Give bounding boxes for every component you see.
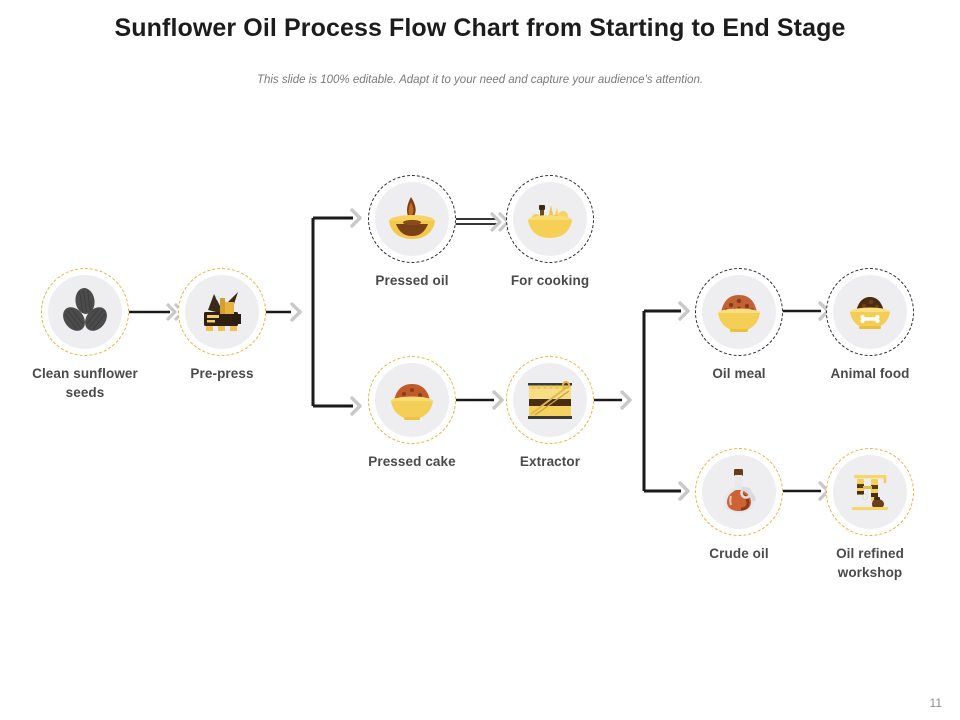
node-crude-oil[interactable]: Crude oil	[691, 448, 787, 563]
node-ring	[506, 356, 594, 444]
oil-meal-bowl-icon	[702, 275, 776, 349]
node-icon-frame	[506, 356, 594, 444]
node-label: Oil meal	[712, 366, 766, 381]
extractor-tank-icon	[513, 363, 587, 437]
node-label: Animal food	[830, 366, 910, 381]
node-icon-frame	[695, 448, 783, 536]
sunflower-seeds-icon	[48, 275, 122, 349]
node-ring	[695, 268, 783, 356]
node-label: Pressed oil	[375, 273, 449, 288]
node-ring	[178, 268, 266, 356]
node-label: Crude oil	[709, 546, 769, 561]
pressed-cake-bowl-icon	[375, 363, 449, 437]
node-label: For cooking	[510, 273, 590, 288]
node-icon-frame	[826, 448, 914, 536]
node-extractor[interactable]: Extractor	[502, 356, 598, 471]
node-label: Clean sunflower seeds	[32, 366, 138, 400]
node-icon-frame	[506, 175, 594, 263]
node-pre-press[interactable]: Pre-press	[174, 268, 270, 383]
refinery-workshop-icon	[833, 455, 907, 529]
page-subtitle: This slide is 100% editable. Adapt it to…	[256, 74, 704, 86]
node-clean-sunflower-seeds[interactable]: Clean sunflower seeds	[32, 268, 138, 402]
node-icon-frame	[695, 268, 783, 356]
page-title: Sunflower Oil Process Flow Chart from St…	[114, 14, 846, 42]
node-icon-frame	[826, 268, 914, 356]
node-oil-refined-workshop[interactable]: Oil refined workshop	[822, 448, 918, 582]
node-animal-food[interactable]: Animal food	[822, 268, 918, 383]
node-icon-frame	[368, 175, 456, 263]
node-ring	[368, 356, 456, 444]
connector-right-branch-bracket	[642, 301, 690, 501]
connector-left-branch-bracket	[311, 208, 362, 416]
node-icon-frame	[368, 356, 456, 444]
animal-food-dish-icon	[833, 275, 907, 349]
node-label: Extractor	[519, 454, 581, 469]
page-number: 11	[929, 696, 942, 710]
node-pressed-oil[interactable]: Pressed oil	[364, 175, 460, 290]
cooking-bowl-icon	[513, 182, 587, 256]
oil-bottle-icon	[702, 455, 776, 529]
node-ring	[695, 448, 783, 536]
connector-prepress-to-split	[265, 302, 302, 322]
node-ring	[41, 268, 129, 356]
node-ring	[506, 175, 594, 263]
node-oil-meal[interactable]: Oil meal	[691, 268, 787, 383]
node-ring	[368, 175, 456, 263]
connector-pressedcake-to-extractor	[455, 390, 504, 410]
oil-lamp-icon	[375, 182, 449, 256]
node-ring	[826, 268, 914, 356]
node-icon-frame	[178, 268, 266, 356]
node-ring	[826, 448, 914, 536]
node-pressed-cake[interactable]: Pressed cake	[364, 356, 460, 471]
pre-press-machine-icon	[185, 275, 259, 349]
node-icon-frame	[41, 268, 129, 356]
node-for-cooking[interactable]: For cooking	[502, 175, 598, 290]
node-label: Pressed cake	[368, 454, 456, 469]
node-label: Oil refined workshop	[836, 546, 904, 580]
node-label: Pre-press	[190, 366, 254, 381]
